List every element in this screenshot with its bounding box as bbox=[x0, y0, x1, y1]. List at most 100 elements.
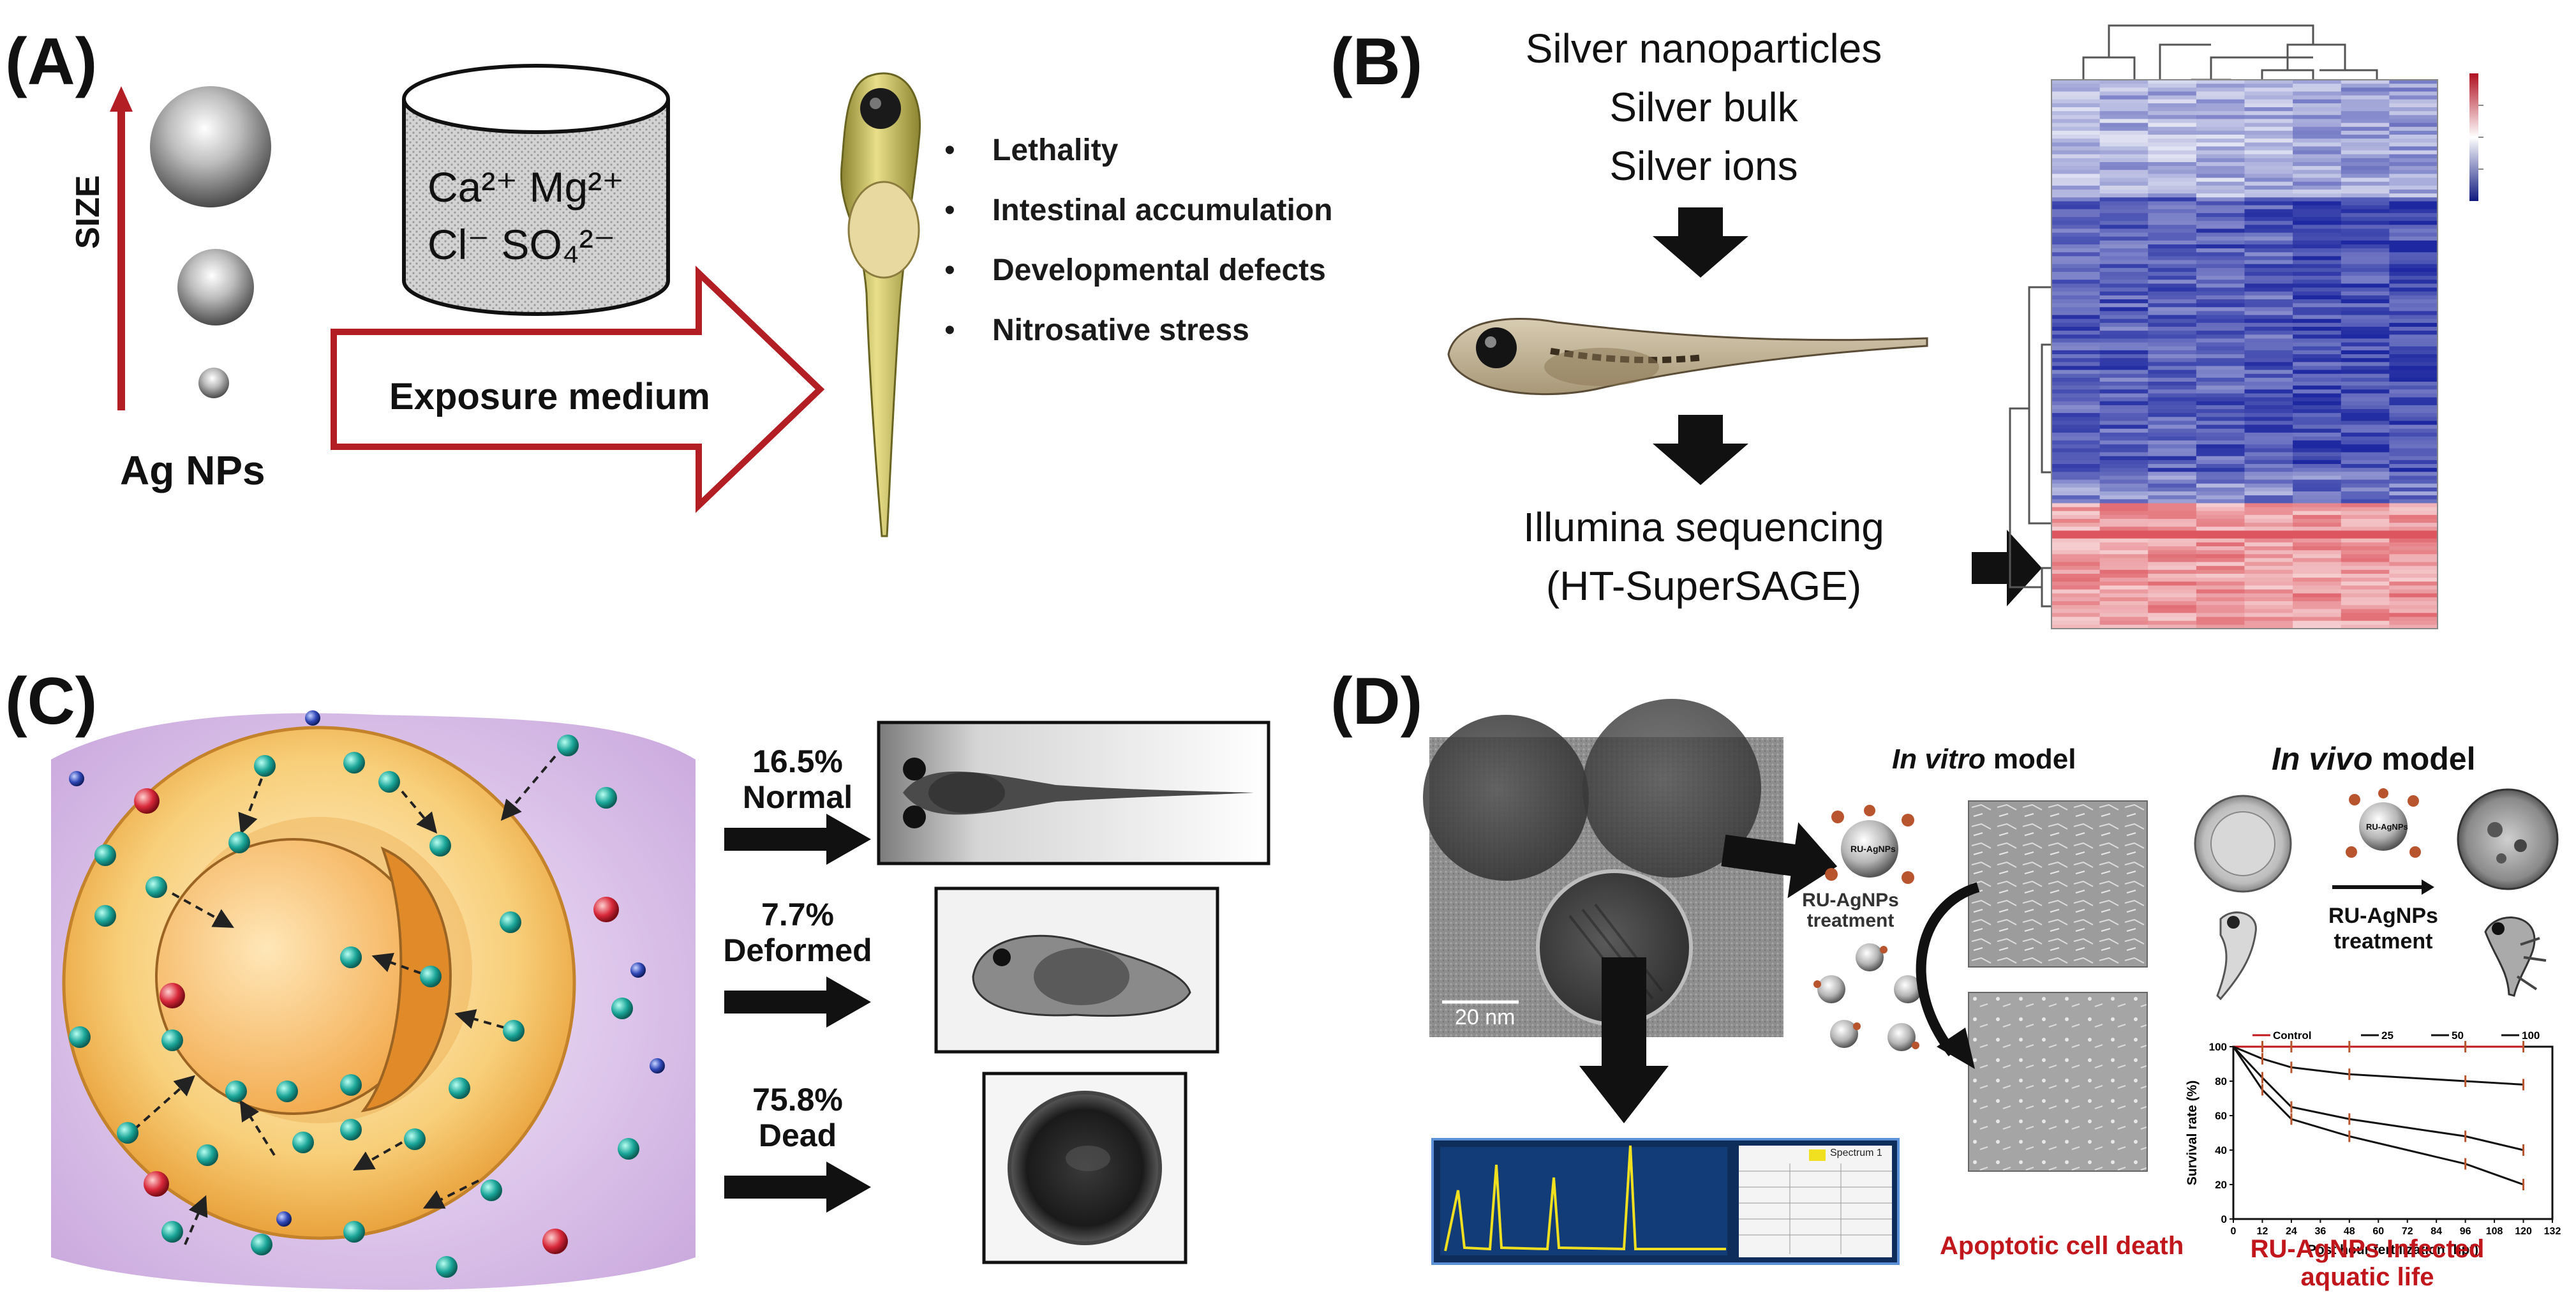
exposure-arrow bbox=[331, 266, 825, 513]
effect-item: Developmental defects bbox=[944, 251, 1340, 290]
curved-arrow bbox=[1916, 882, 1980, 1069]
x-tick-label: 0 bbox=[2231, 1226, 2237, 1237]
outcome-percent: 7.7% bbox=[761, 897, 834, 932]
effect-item: Lethality bbox=[944, 131, 1340, 170]
x-tick-label: 132 bbox=[2544, 1226, 2561, 1237]
panel-a-label: (A) bbox=[5, 25, 98, 99]
vivo-treatment-arrow bbox=[2332, 879, 2434, 895]
in-vivo-italic: In vivo bbox=[2272, 741, 2373, 777]
deformed-larva-image bbox=[934, 886, 1219, 1054]
legend-label: Control bbox=[2273, 1029, 2311, 1042]
nanoparticle-cluster bbox=[1813, 943, 1925, 1051]
healthy-larva-vivo bbox=[2216, 911, 2257, 1001]
sequencing-label: Illumina sequencing (HT-SuperSAGE) bbox=[1455, 498, 1953, 615]
infected-line-2: aquatic life bbox=[2300, 1263, 2434, 1291]
x-tick-label: 36 bbox=[2314, 1226, 2326, 1237]
in-vivo-title: In vivo model bbox=[2272, 740, 2476, 777]
in-vitro-italic: In vitro bbox=[1892, 744, 1986, 775]
infected-egg-image bbox=[2457, 788, 2559, 890]
outcome-arrow-deformed bbox=[724, 976, 871, 1028]
edx-spectrum bbox=[1431, 1138, 1900, 1265]
ag-nanoparticles bbox=[150, 86, 271, 398]
sequencing-line-2: (HT-SuperSAGE) bbox=[1545, 563, 1862, 609]
exposure-medium-label: Exposure medium bbox=[389, 376, 710, 417]
zebrafish-larva-a bbox=[840, 72, 921, 537]
effect-item: Nitrosative stress bbox=[944, 311, 1340, 350]
panel-b-label: (B) bbox=[1330, 25, 1423, 99]
y-tick-label: 80 bbox=[2215, 1075, 2227, 1088]
infected-line-1: RU-AgNPs Infected bbox=[2250, 1235, 2485, 1263]
infected-larva-vivo bbox=[2484, 916, 2547, 997]
expression-heatmap bbox=[2051, 79, 2438, 629]
treatment-label-vitro: RU-AgNPs treatment bbox=[1787, 890, 1914, 931]
y-tick-label: 100 bbox=[2209, 1041, 2227, 1053]
legend-label: 50 bbox=[2452, 1029, 2464, 1042]
spectrum-label: Spectrum 1 bbox=[1830, 1148, 1882, 1158]
in-vitro-rest: model bbox=[1985, 744, 2076, 775]
outcome-label: Normal bbox=[742, 779, 853, 815]
outcome-label: Deformed bbox=[723, 932, 872, 968]
treatment-line-2: treatment bbox=[1806, 910, 1895, 931]
effect-item: Intestinal accumulation bbox=[944, 191, 1340, 230]
x-tick-label: 72 bbox=[2402, 1226, 2413, 1237]
x-tick-label: 120 bbox=[2515, 1226, 2532, 1237]
size-arrow bbox=[110, 86, 133, 410]
panel-d-label: (D) bbox=[1330, 664, 1423, 738]
size-label: SIZE bbox=[70, 175, 107, 249]
infected-label: RU-AgNPs Infected aquatic life bbox=[2208, 1235, 2527, 1291]
scale-bar-label: 20 nm bbox=[1455, 1005, 1515, 1029]
y-tick-label: 0 bbox=[2221, 1213, 2227, 1225]
outcome-percent: 75.8% bbox=[752, 1082, 843, 1118]
x-tick-label: 84 bbox=[2431, 1226, 2442, 1237]
x-tick-label: 108 bbox=[2486, 1226, 2503, 1237]
tem-to-vitro-arrow bbox=[1721, 822, 1838, 899]
outcome-percent: 16.5% bbox=[752, 744, 843, 779]
outcome-dead-label: 75.8% Dead bbox=[715, 1082, 881, 1153]
large-particle bbox=[150, 86, 271, 207]
ions-line-1: Ca²⁺ Mg²⁺ bbox=[428, 163, 625, 211]
y-tick-label: 40 bbox=[2215, 1144, 2227, 1156]
small-particle bbox=[198, 368, 229, 398]
apoptotic-label: Apoptotic cell death bbox=[1940, 1232, 2184, 1260]
down-arrow-1 bbox=[1653, 207, 1748, 278]
heatmap-color-key bbox=[2469, 73, 2483, 201]
x-tick-label: 12 bbox=[2257, 1226, 2268, 1237]
healthy-egg-image bbox=[2194, 795, 2292, 893]
x-tick-label: 96 bbox=[2460, 1226, 2471, 1237]
in-vitro-title: In vitro model bbox=[1892, 744, 2076, 775]
cell-culture-after bbox=[1968, 992, 2148, 1172]
outcome-deformed-label: 7.7% Deformed bbox=[715, 897, 881, 968]
plot-frame bbox=[2232, 1045, 2554, 1220]
in-vivo-rest: model bbox=[2372, 741, 2476, 777]
exposure-medium-cylinder bbox=[402, 64, 670, 316]
material-item: Silver ions bbox=[1609, 143, 1798, 189]
series-line bbox=[2233, 1045, 2524, 1086]
particle-label-vitro: RU-AgNPs bbox=[1850, 844, 1896, 854]
material-item: Silver bulk bbox=[1609, 84, 1798, 130]
outcome-arrow-dead bbox=[724, 1162, 871, 1213]
treatment-line-2: treatment bbox=[2334, 929, 2433, 954]
legend-label: 100 bbox=[2522, 1029, 2540, 1042]
down-arrow-2 bbox=[1653, 415, 1748, 485]
dead-embryo-image bbox=[982, 1072, 1187, 1264]
zebrafish-larva-b bbox=[1447, 317, 1928, 396]
ag-nps-label: Ag NPs bbox=[120, 447, 265, 493]
medium-particle bbox=[177, 249, 254, 325]
x-axis-label: Post hour fertilization (hpf) bbox=[2307, 1243, 2478, 1257]
treatment-line-1: RU-AgNPs bbox=[2328, 904, 2438, 928]
x-tick-label: 24 bbox=[2286, 1226, 2297, 1237]
series-line bbox=[2232, 1045, 2524, 1151]
outcome-normal-label: 16.5% Normal bbox=[715, 744, 881, 815]
y-tick-label: 60 bbox=[2215, 1110, 2227, 1122]
cell-culture-before bbox=[1968, 800, 2148, 968]
cell-diagram bbox=[51, 710, 696, 1290]
series-line bbox=[2232, 1046, 2524, 1186]
x-tick-label: 60 bbox=[2372, 1226, 2384, 1237]
normal-larva-image bbox=[877, 721, 1270, 865]
panel-c-label: (C) bbox=[5, 664, 98, 738]
sequencing-line-1: Illumina sequencing bbox=[1523, 504, 1884, 550]
treatment-line-1: RU-AgNPs bbox=[1802, 890, 1899, 911]
treatment-label-vivo: RU-AgNPs treatment bbox=[2316, 903, 2450, 954]
treatment-particle-vivo bbox=[2346, 788, 2421, 858]
